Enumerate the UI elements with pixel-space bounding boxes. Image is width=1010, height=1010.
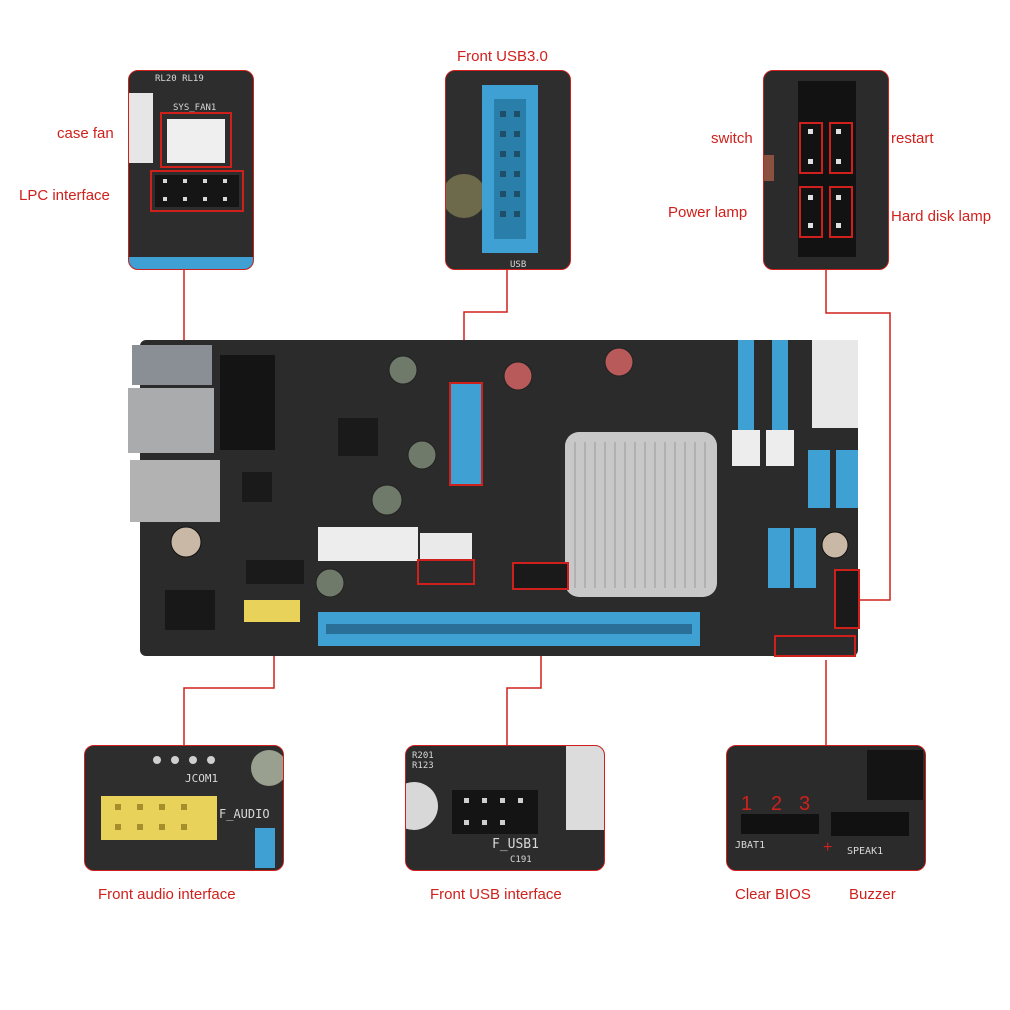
jbat-silk: JBAT1	[735, 840, 765, 851]
c191-silk: C191	[510, 855, 532, 865]
sata-port	[768, 528, 790, 588]
label-clear-bios: Clear BIOS	[735, 886, 811, 903]
buzzer-plus-sign: +	[823, 839, 832, 856]
label-front-audio: Front audio interface	[98, 886, 236, 903]
bios-pin-3: 3	[799, 793, 810, 815]
jcom-silk: JCOM1	[185, 772, 218, 785]
sata-port	[794, 528, 816, 588]
mounting-hole	[821, 531, 849, 559]
usb3-header-board	[449, 382, 483, 486]
label-front-usb: Front USB interface	[430, 886, 562, 903]
r201-silk: R201	[412, 751, 434, 761]
svg-text:RL20 RL19: RL20 RL19	[155, 74, 204, 84]
label-case-fan: case fan	[57, 125, 114, 142]
chip-main	[220, 355, 275, 450]
pci-slot	[318, 527, 418, 561]
label-restart: restart	[891, 130, 934, 147]
sys-fan-silk: SYS_FAN1	[173, 103, 216, 113]
inset-front-audio: JCOM1 F_AUDIO	[84, 745, 284, 871]
bios-pin-2: 2	[771, 793, 782, 815]
usb-stack-io	[130, 460, 220, 522]
usb-header-board	[512, 562, 569, 590]
mounting-hole	[170, 526, 202, 558]
bios-pin-1: 1	[741, 793, 752, 815]
capacitor	[315, 568, 345, 598]
label-power-lamp: Power lamp	[668, 204, 748, 221]
capacitor	[407, 440, 437, 470]
lpc-header-box	[417, 559, 475, 585]
sata-port	[836, 450, 858, 508]
front-panel-header-board	[834, 569, 860, 629]
capacitor-red	[503, 361, 533, 391]
fan-header-board	[420, 533, 472, 559]
label-switch: switch	[711, 130, 753, 147]
f-usb-silk: F_USB1	[492, 837, 539, 852]
inset-front-usb3: USB	[445, 70, 571, 270]
inset-case-fan: RL20 RL19 SYS_FAN1	[128, 70, 254, 270]
atx-power-connector	[812, 340, 858, 428]
label-front-usb3: Front USB3.0	[457, 48, 548, 65]
label-buzzer: Buzzer	[849, 886, 896, 903]
audio-header-board	[244, 600, 300, 622]
label-hard-disk-lamp: Hard disk lamp	[891, 208, 992, 225]
r123-silk: R123	[412, 761, 434, 771]
inset-front-panel	[763, 70, 889, 270]
speak-silk: SPEAK1	[847, 846, 883, 857]
capacitor-red	[604, 347, 634, 377]
chip-tiny	[242, 472, 272, 502]
bios-buzzer-box	[774, 635, 856, 657]
heatsink	[565, 432, 717, 597]
label-lpc-interface: LPC interface	[19, 187, 110, 204]
chip-audio	[165, 590, 215, 630]
leader-line-front-audio	[183, 625, 275, 745]
f-audio-silk: F_AUDIO	[219, 807, 270, 821]
chip-small	[338, 418, 378, 456]
capacitor	[388, 355, 418, 385]
usb3-silk: USB	[510, 260, 526, 270]
inset-bios-buzzer: 1 2 3 JBAT1 SPEAK1 +	[726, 745, 926, 871]
inset-front-usb: R201 R123 F_USB1 C191	[405, 745, 605, 871]
header-board	[246, 560, 304, 584]
leader-line-front-panel	[825, 270, 891, 601]
usb-port-io	[132, 345, 212, 385]
capacitor	[371, 484, 403, 516]
sata-port	[808, 450, 830, 508]
ethernet-port-io	[128, 388, 214, 453]
